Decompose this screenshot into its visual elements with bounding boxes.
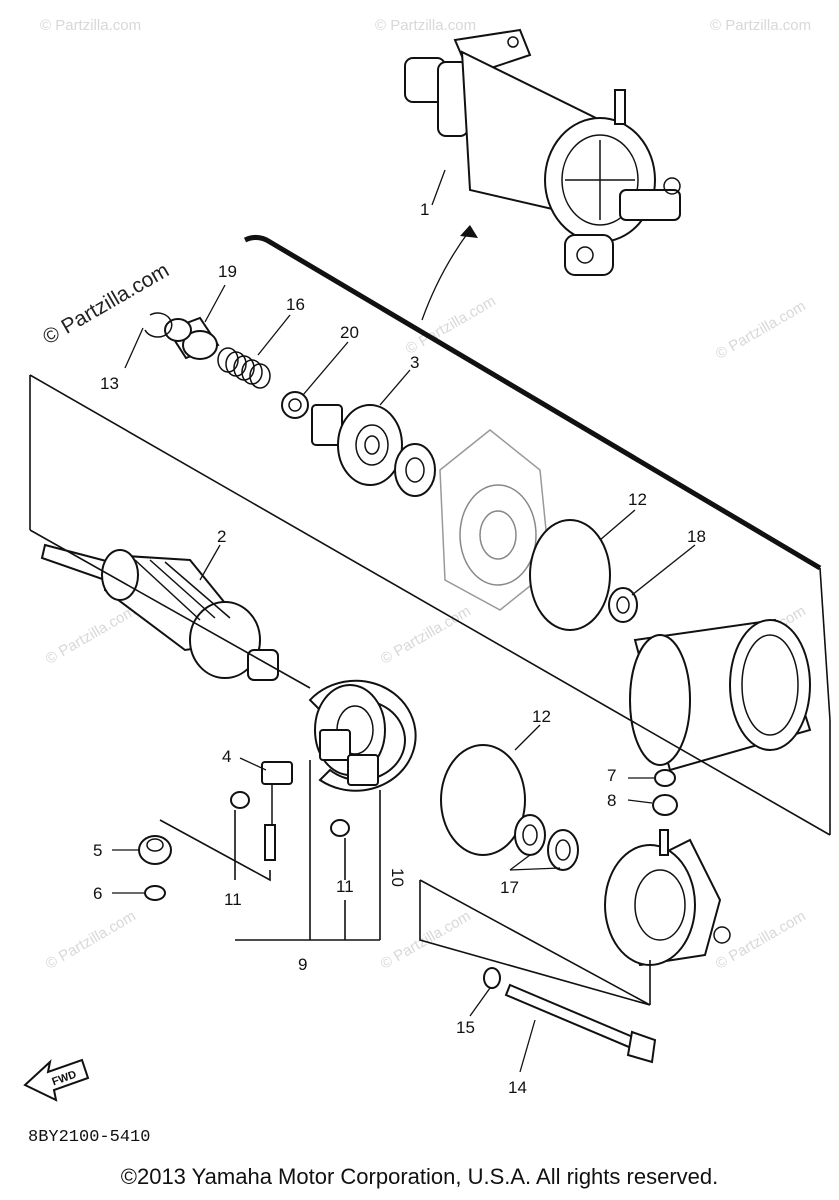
starter-motor-assembly [404,28,681,276]
watermark: © Partzilla.com [710,17,811,34]
washer-part-15 [483,967,501,989]
washer-part-18 [608,587,638,623]
callout-3: 3 [410,353,419,372]
spring-part-16 [217,347,271,389]
callout-14: 14 [508,1078,527,1097]
through-bolt-part-14 [504,983,657,1064]
callout-9: 9 [298,955,307,974]
sleeve-part-19 [164,316,220,360]
washer-part-11-left [230,791,250,809]
callout-17: 17 [500,878,519,897]
callout-7: 7 [607,766,616,785]
diagram-part-code: 8BY2100-5410 [28,1128,151,1147]
callout-18: 18 [687,527,706,546]
washer-front [394,443,436,497]
watermark: © Partzilla.com [375,17,476,34]
brush-plate [308,679,417,792]
copyright-notice: ©2013 Yamaha Motor Corporation, U.S.A. A… [120,1164,719,1189]
nut-part-7 [654,769,676,787]
assembly-arrow [421,225,478,321]
washer-part-20 [281,391,309,419]
brush-lead-part-4 [261,761,293,861]
front-cover [439,429,551,611]
callout-11-left: 11 [224,890,242,909]
leader-lines [112,169,696,1073]
callout-1: 1 [420,200,429,219]
callout-4: 4 [222,747,231,766]
callout-12-lower: 12 [532,707,551,726]
callout-20: 20 [340,323,359,342]
washer-part-6 [144,885,166,901]
rear-cover [604,829,731,967]
bushing-part-8 [652,794,678,816]
watermark: © Partzilla.com [43,603,139,668]
callout-5: 5 [93,841,102,860]
callout-19: 19 [218,262,237,281]
callout-6: 6 [93,884,102,903]
forward-direction-arrow: FWD [23,1058,90,1102]
callout-16: 16 [286,295,305,314]
nut-part-5 [138,835,172,865]
washers-part-17 [514,814,579,871]
callout-labels: 1 19 16 20 3 13 2 12 18 12 4 7 8 5 10 11… [93,200,706,1097]
circlip-part-13 [144,312,173,338]
o-ring-part-12-upper [529,519,611,631]
armature-part-2 [40,543,279,681]
callout-12-upper: 12 [628,490,647,509]
yoke-housing [629,618,812,772]
pinion-clutch-part-3 [311,404,403,486]
watermark: © Partzilla.com [43,908,139,973]
callout-13: 13 [100,374,119,393]
watermark: © Partzilla.com [40,17,141,34]
watermark: © Partzilla.com [378,603,474,668]
callout-2: 2 [217,527,226,546]
bracket-lines [29,234,831,1006]
watermark: © Partzilla.com [713,298,809,363]
callout-15: 15 [456,1018,475,1037]
callout-8: 8 [607,791,616,810]
o-ring-part-12-lower [440,744,526,856]
callout-10: 10 [388,868,407,887]
washer-part-11-right [330,819,350,837]
callout-11-right: 11 [336,877,354,896]
watermark: © Partzilla.com [378,908,474,973]
